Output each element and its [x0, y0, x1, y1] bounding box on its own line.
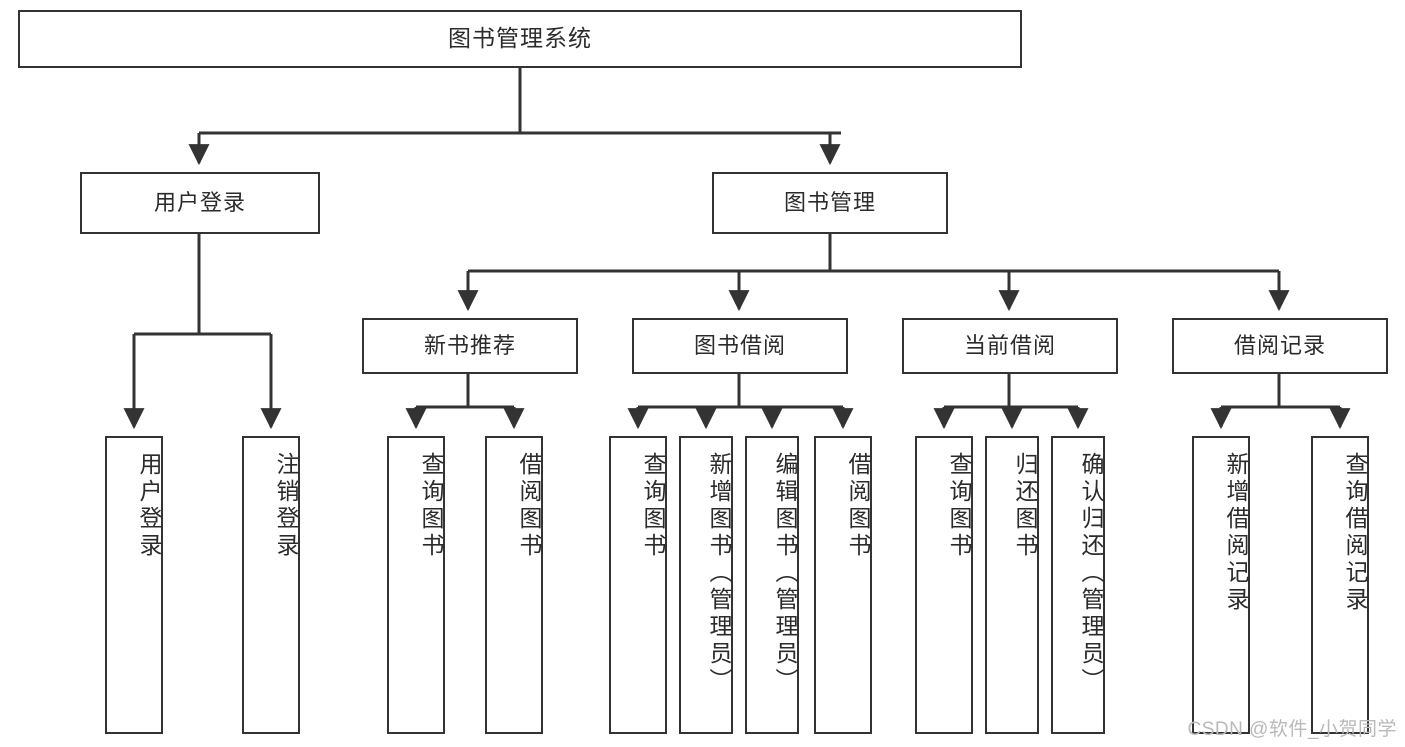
node-new-book-recommend[interactable]: 新书推荐 [362, 318, 578, 374]
leaf-label: 注销登录 [273, 452, 299, 560]
node-leaf-add-book-admin[interactable]: 新增图书（管理员） [679, 436, 733, 734]
node-leaf-return-book[interactable]: 归还图书 [985, 436, 1039, 734]
leaf-label: 新增借阅记录 [1223, 452, 1249, 614]
leaf-label: 新增图书（管理员） [706, 452, 732, 695]
node-current-borrow[interactable]: 当前借阅 [902, 318, 1118, 374]
leaf-label: 查询图书 [640, 452, 666, 560]
node-leaf-query-book-current[interactable]: 查询图书 [915, 436, 973, 734]
node-leaf-user-login[interactable]: 用户登录 [105, 436, 163, 734]
leaf-label: 查询借阅记录 [1342, 452, 1368, 614]
node-book-borrow[interactable]: 图书借阅 [632, 318, 848, 374]
node-leaf-logout[interactable]: 注销登录 [242, 436, 300, 734]
csdn-watermark: CSDN @软件_小贺同学 [1187, 719, 1397, 740]
leaf-label: 查询图书 [418, 452, 444, 560]
node-user-login[interactable]: 用户登录 [80, 172, 320, 234]
node-root-system[interactable]: 图书管理系统 [18, 10, 1022, 68]
node-leaf-borrow-book-recommend[interactable]: 借阅图书 [485, 436, 543, 734]
node-leaf-add-borrow-record[interactable]: 新增借阅记录 [1192, 436, 1250, 734]
leaf-label: 查询图书 [946, 452, 972, 560]
node-borrow-record[interactable]: 借阅记录 [1172, 318, 1388, 374]
leaf-label: 借阅图书 [845, 452, 871, 560]
leaf-label: 借阅图书 [516, 452, 542, 560]
node-leaf-edit-book-admin[interactable]: 编辑图书（管理员） [745, 436, 799, 734]
node-book-manage[interactable]: 图书管理 [712, 172, 948, 234]
leaf-label: 编辑图书（管理员） [772, 452, 798, 695]
node-leaf-query-borrow-record[interactable]: 查询借阅记录 [1311, 436, 1369, 734]
leaf-label: 确认归还（管理员） [1078, 452, 1104, 695]
node-leaf-query-book-borrow[interactable]: 查询图书 [609, 436, 667, 734]
node-leaf-query-book-recommend[interactable]: 查询图书 [387, 436, 445, 734]
leaf-label: 归还图书 [1012, 452, 1038, 560]
node-leaf-confirm-return-admin[interactable]: 确认归还（管理员） [1051, 436, 1105, 734]
node-leaf-borrow-book[interactable]: 借阅图书 [814, 436, 872, 734]
leaf-label: 用户登录 [136, 452, 162, 560]
